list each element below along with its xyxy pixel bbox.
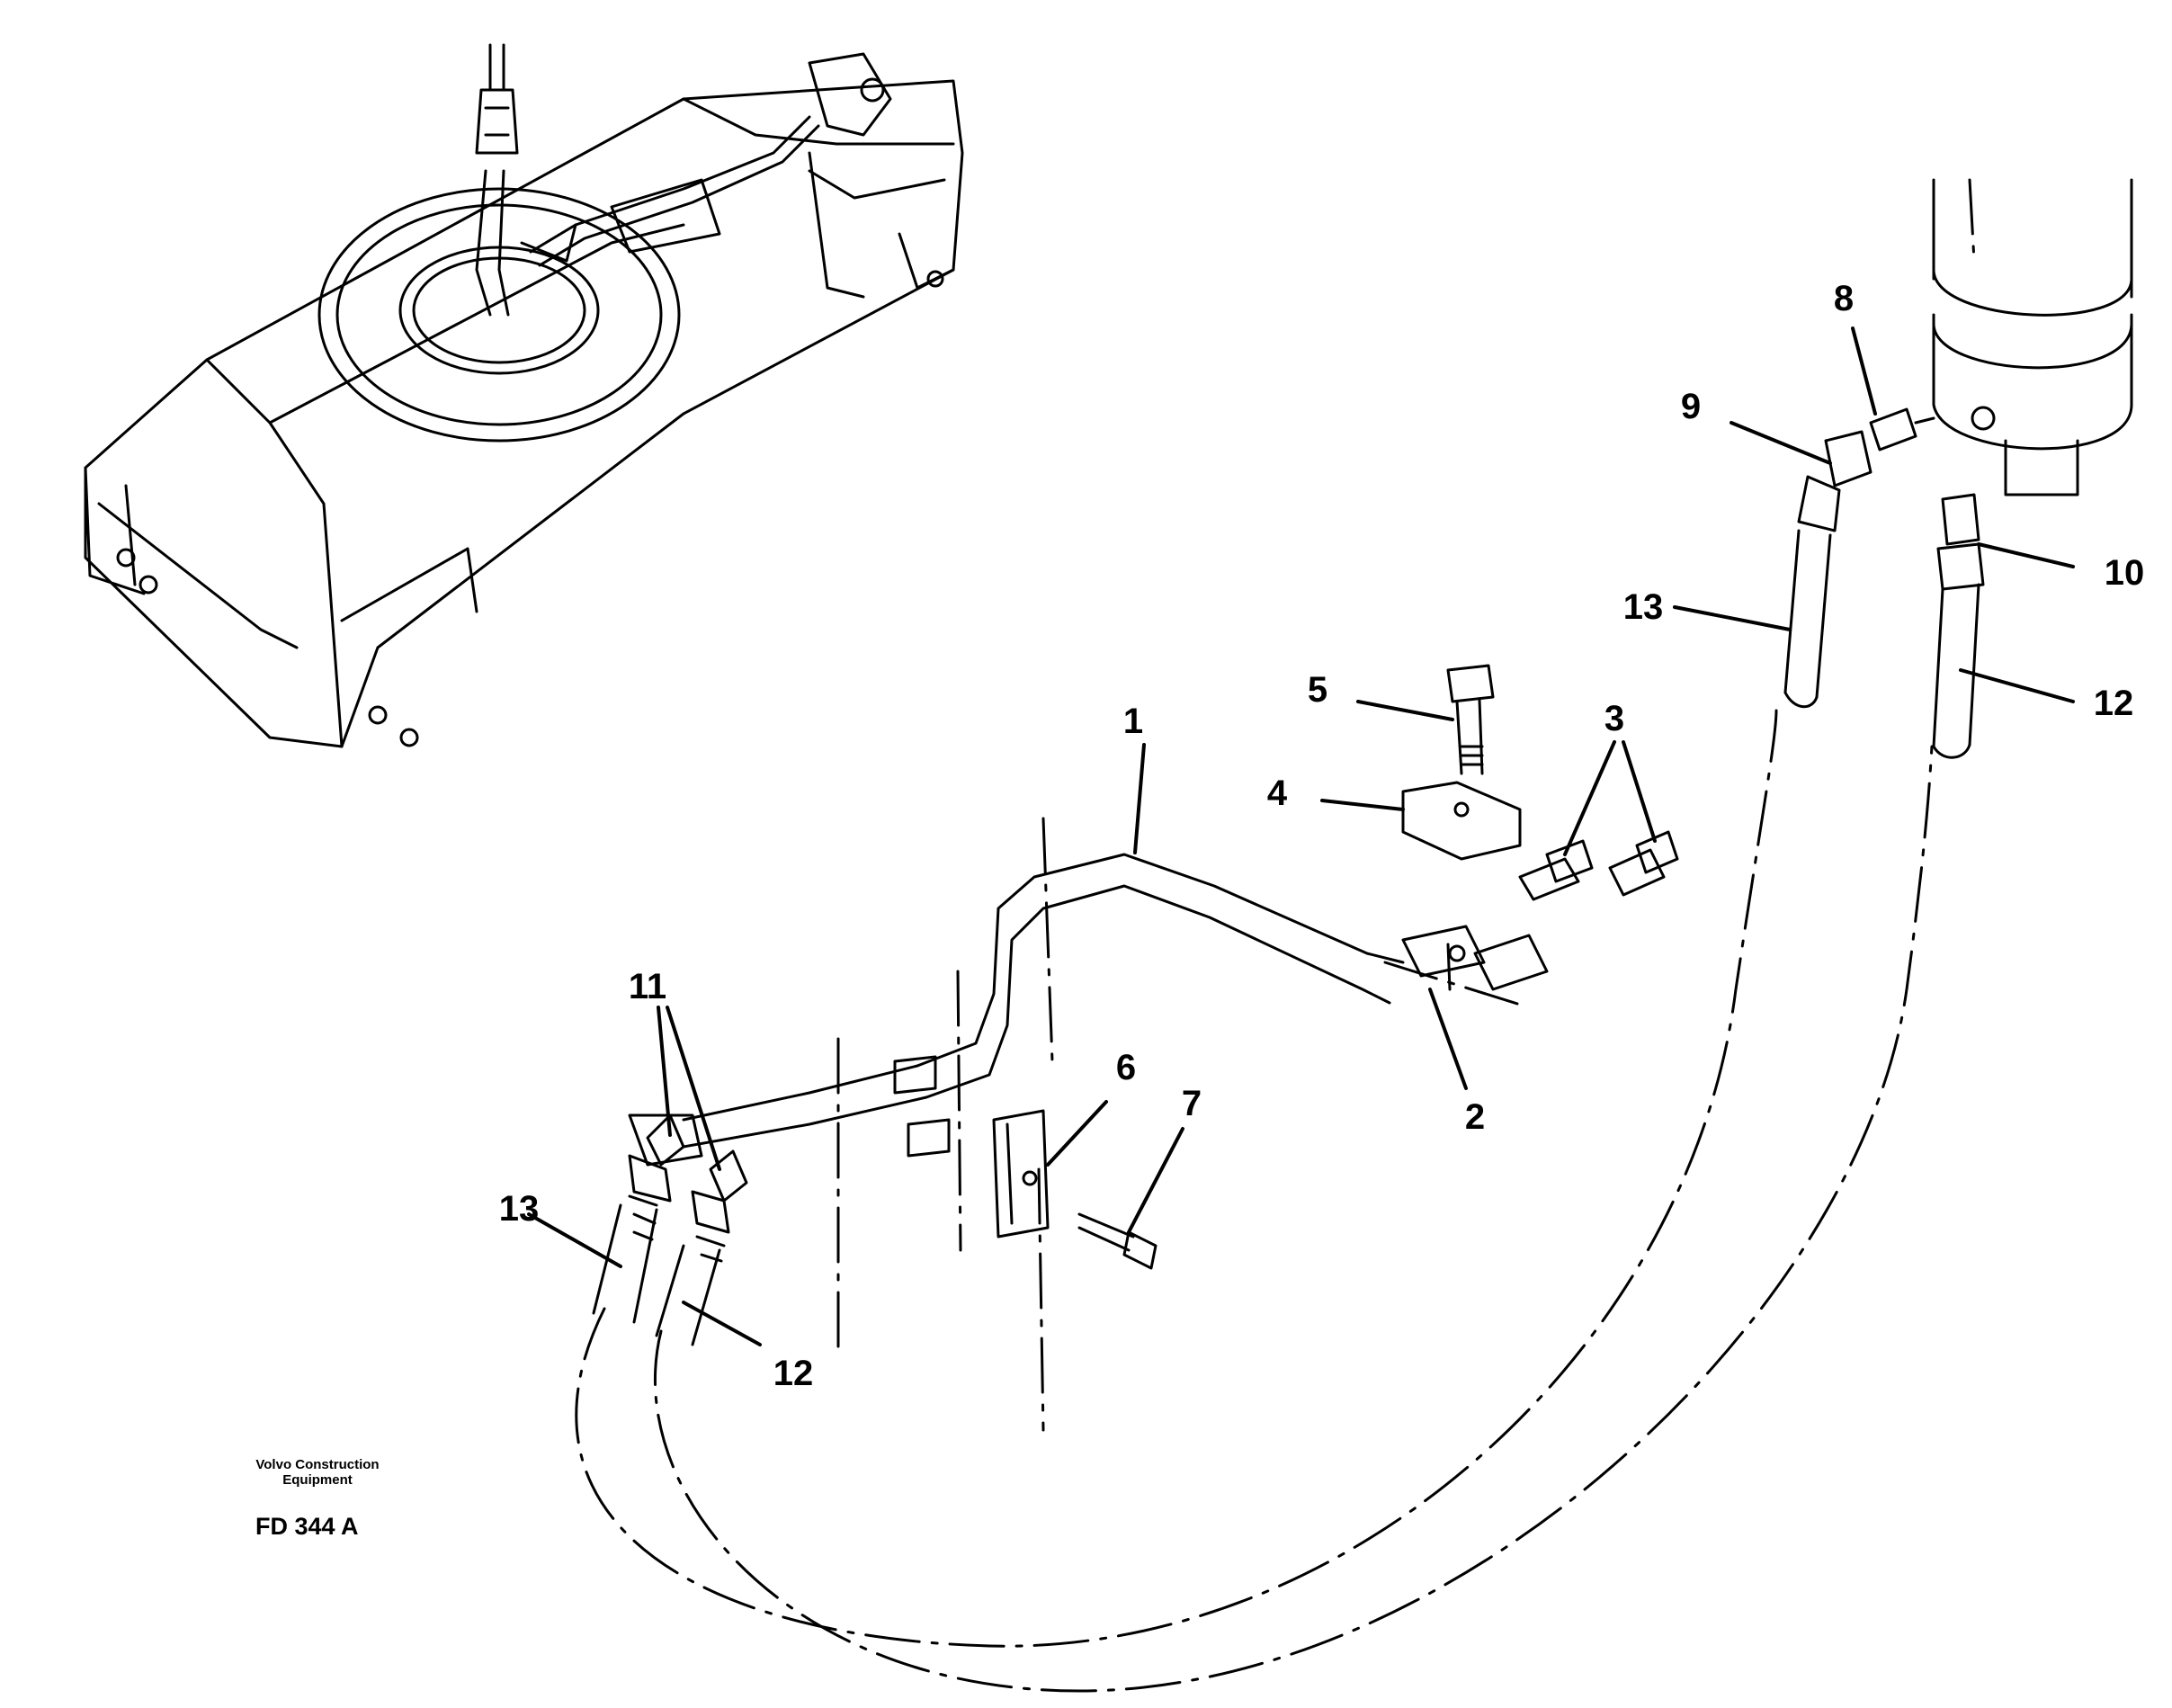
callout-3: 3 [1604, 699, 1624, 738]
callout-labels: 1 2 3 4 5 6 7 8 9 10 11 12 13 12 13 [499, 279, 2145, 1393]
callout-6: 6 [1116, 1048, 1136, 1087]
callout-13-right: 13 [1623, 587, 1664, 627]
cylinder-drawing [1783, 178, 2133, 759]
brand-label: Volvo Construction Equipment [223, 1457, 412, 1488]
callout-5: 5 [1308, 670, 1327, 710]
brand-line-2: Equipment [282, 1472, 353, 1488]
callout-13-left: 13 [499, 1189, 540, 1229]
callout-12-left: 12 [773, 1354, 814, 1393]
callout-7: 7 [1182, 1084, 1202, 1123]
callout-12-right: 12 [2094, 684, 2134, 723]
brand-line-1: Volvo Construction [255, 1457, 380, 1472]
leader-lines [527, 326, 2075, 1346]
callout-4: 4 [1267, 774, 1288, 813]
hose-route-lines [575, 178, 1976, 1693]
left-hoses [592, 1113, 748, 1346]
figure-code: FD 344 A [255, 1513, 359, 1540]
callout-8: 8 [1834, 279, 1854, 318]
callout-1: 1 [1123, 702, 1143, 741]
pipe-part-1 [628, 853, 1405, 1167]
callout-10: 10 [2105, 553, 2145, 593]
callout-11: 11 [629, 967, 666, 1006]
clamp-parts [893, 664, 1679, 1270]
callout-9: 9 [1681, 387, 1701, 426]
callout-2: 2 [1465, 1097, 1485, 1137]
frame-drawing [84, 43, 964, 748]
